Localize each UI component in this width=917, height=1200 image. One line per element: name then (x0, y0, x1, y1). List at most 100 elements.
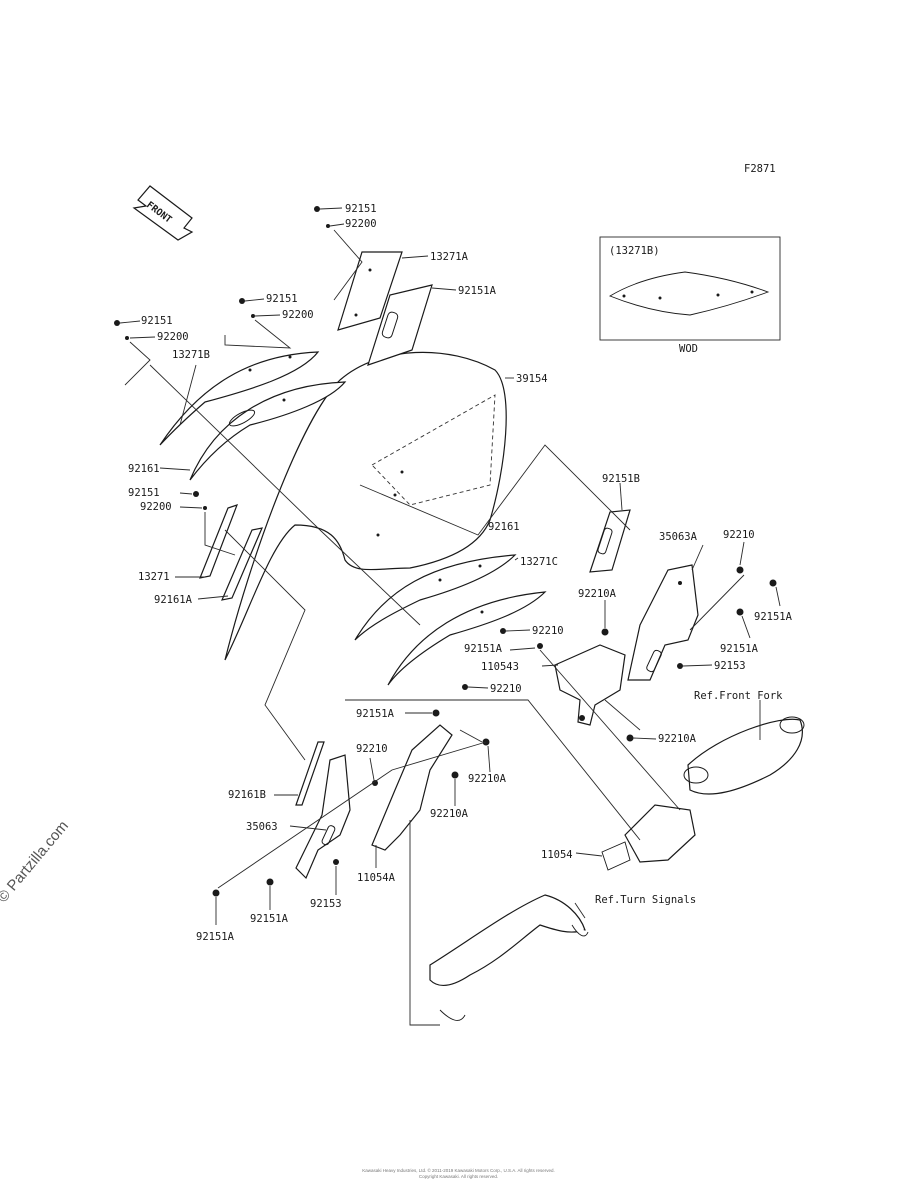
part-label: 92151B (602, 473, 640, 485)
trim-13271a-panel (337, 251, 403, 331)
part-label: 92200 (282, 309, 314, 321)
trim-hole (478, 564, 482, 568)
part-label: 35063 (246, 821, 278, 833)
part-label: 92151A (196, 931, 235, 943)
bolt-icon (677, 663, 683, 669)
trim-hole (282, 398, 286, 402)
copyright-line: Kawasaki Heavy Industries, Ltd. © 2011-2… (362, 1168, 555, 1173)
trim-13271b-panel (159, 351, 320, 446)
inset-hole (750, 290, 754, 294)
bolt-icon (736, 608, 744, 616)
part-label: 92153 (310, 898, 342, 910)
trim-hole (438, 578, 442, 582)
turn-signal-hook (571, 924, 589, 937)
part-label: 39154 (516, 373, 548, 385)
inset-frame (599, 236, 781, 341)
part-label: 13271 (138, 571, 170, 583)
trim-13271-panel (199, 504, 239, 579)
turn-signal-hook (439, 1009, 466, 1021)
bolt-icon (212, 889, 220, 897)
inset-box: (13271B) WOD (599, 236, 781, 355)
bracket-11054a (371, 724, 453, 851)
bolt-icon (537, 643, 543, 649)
turn-signal-bracket-reference (429, 894, 589, 1021)
trim-13271b (159, 351, 320, 446)
bolt-icon (266, 878, 274, 886)
bracket-11054-tab (601, 841, 631, 871)
trim-92161b-panel (295, 741, 325, 806)
part-label: 92200 (345, 218, 377, 230)
fork-tube-hole (779, 716, 805, 734)
trim-13271c (354, 554, 547, 686)
part-label: 92210A (578, 588, 617, 600)
trim-hole (368, 268, 372, 272)
part-label: 110543 (481, 661, 519, 673)
trim-13271a (337, 251, 403, 331)
bolt-icon (193, 491, 199, 497)
part-label: 92210A (468, 773, 507, 785)
plate-slot (381, 311, 399, 339)
front-arrow-icon (132, 185, 194, 241)
nut-icon (451, 771, 459, 779)
part-label: 13271B (172, 349, 210, 361)
part-label: 92210 (723, 529, 755, 541)
part-labels: 92151 92200 13271A 92151A 92151 92200 92… (128, 203, 793, 943)
bracket-35063 (295, 741, 351, 880)
washer-icon (125, 336, 129, 340)
inset-windshield-trim-part (608, 271, 770, 316)
part-label: 35063A (659, 531, 698, 543)
washer-icon (203, 506, 207, 510)
part-label: 92151A (356, 708, 395, 720)
plate-92151a-top (367, 284, 433, 366)
plate-92151b-panel (589, 509, 631, 573)
turn-signal-bracket (429, 894, 586, 987)
inset-hole (658, 296, 662, 300)
trim-hole (354, 313, 358, 317)
washer-icon (251, 314, 255, 318)
bracket-35063a-panel (627, 564, 699, 681)
inset-hole (622, 294, 626, 298)
nut-icon (601, 628, 609, 636)
plate-slot (597, 527, 613, 555)
windshield-hole (376, 533, 380, 537)
bolt-icon (769, 579, 777, 587)
copyright-footer: Kawasaki Heavy Industries, Ltd. © 2011-2… (0, 1168, 917, 1180)
part-label: 13271C (520, 556, 558, 568)
front-direction-arrow: FRONT (132, 185, 194, 241)
bracket-hole (579, 715, 585, 721)
part-label: 92151A (458, 285, 497, 297)
leader-lines (119, 207, 781, 1026)
part-label: 13271A (430, 251, 469, 263)
bracket-slot (646, 649, 662, 673)
trim-lower-left (189, 381, 347, 481)
nut-icon (500, 628, 506, 634)
trim-lower-right-panel (387, 591, 547, 686)
bracket-11054-panel (624, 804, 696, 863)
inset-ref-label: (13271B) (609, 245, 660, 257)
bolt-icon (239, 298, 245, 304)
bolt-icon (114, 320, 120, 326)
part-label: 92161B (228, 789, 266, 801)
windshield-hole (393, 493, 397, 497)
part-label: 11054 (541, 849, 573, 861)
part-label: Ref.Front Fork (694, 690, 783, 702)
nut-icon (736, 566, 744, 574)
windshield-hole (400, 470, 404, 474)
bracket-slot (321, 825, 336, 846)
front-fork-clamp (687, 718, 803, 795)
nut-icon (462, 684, 468, 690)
trim-oval (228, 409, 256, 427)
plate-92151a-panel (367, 284, 433, 366)
part-label: 92210A (430, 808, 469, 820)
trim-13271 (199, 504, 264, 601)
part-label: 92153 (714, 660, 746, 672)
part-label: 92210 (532, 625, 564, 637)
plate-92151b (589, 509, 631, 573)
figure-code: F2871 (744, 163, 776, 175)
inset-caption: WOD (679, 343, 698, 355)
trim-92161a-panel (220, 527, 264, 601)
part-label: 92200 (157, 331, 189, 343)
bolt-icon (314, 206, 320, 212)
